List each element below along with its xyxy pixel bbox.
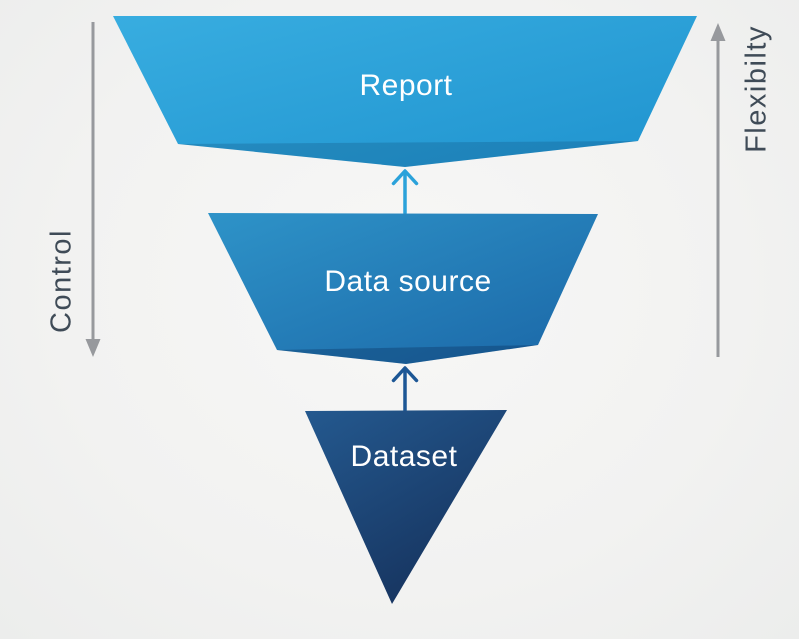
flow-arrow-dataset-to-datasource xyxy=(391,366,419,413)
flexibility-axis-label: Flexibilty xyxy=(740,25,773,153)
data-source-fold-shadow xyxy=(277,345,538,364)
arrow-up-icon xyxy=(710,23,726,41)
dataset-triangle xyxy=(305,410,507,604)
report-layer-shape xyxy=(113,16,697,167)
flow-arrow-datasource-to-report xyxy=(391,169,419,215)
control-axis-arrow xyxy=(85,22,101,357)
arrow-down-icon xyxy=(85,339,101,357)
dataset-label: Dataset xyxy=(350,440,458,473)
report-trapezoid xyxy=(113,16,697,167)
report-fold-shadow xyxy=(178,141,638,167)
flexibility-axis-arrow xyxy=(710,23,726,357)
control-axis-label: Control xyxy=(45,229,78,333)
report-label: Report xyxy=(359,69,453,102)
data-source-label: Data source xyxy=(324,265,492,298)
data-source-layer-shape xyxy=(208,213,598,364)
data-source-trapezoid xyxy=(208,213,598,364)
